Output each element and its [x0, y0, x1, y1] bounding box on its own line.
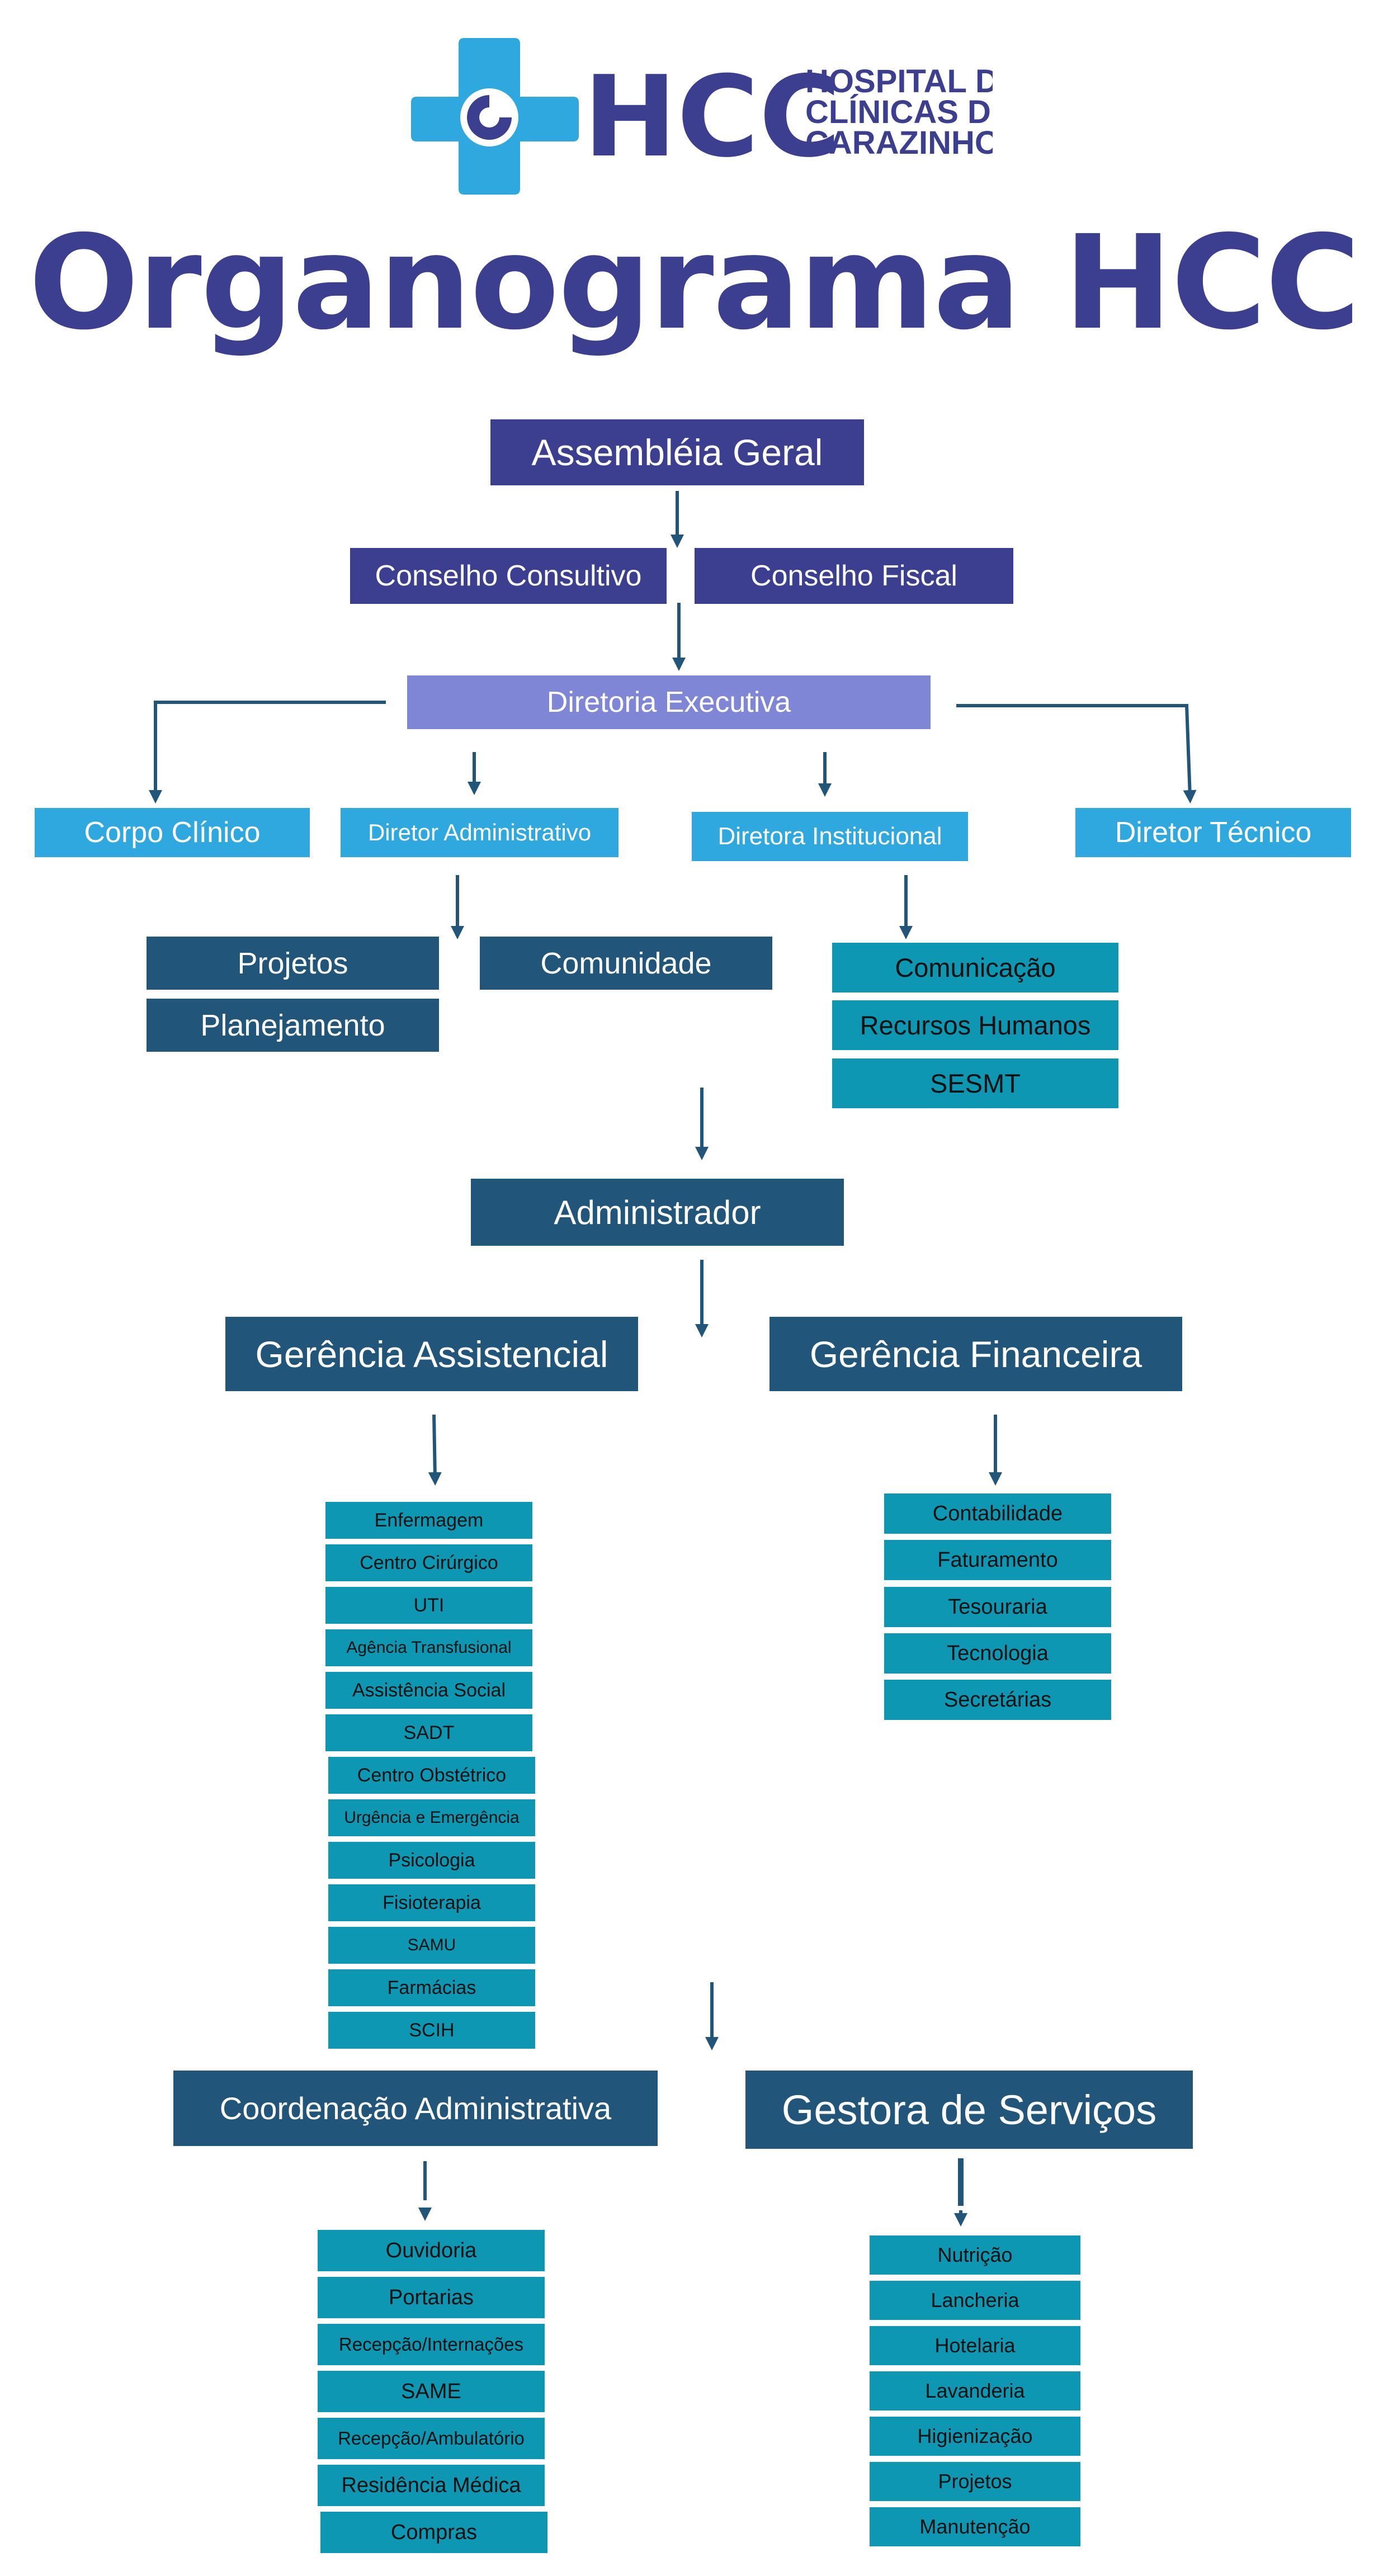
list-item-gestora: Nutrição [868, 2234, 1082, 2276]
node-gestora-servicos: Gestora de Serviços [745, 2071, 1193, 2149]
list-item-coordenacao: Residência Médica [316, 2463, 546, 2508]
list-item-assistencial: Enfermagem [324, 1500, 534, 1540]
list-item-assistencial: SADT [324, 1713, 534, 1753]
list-item-assistencial: SCIH [327, 2010, 537, 2050]
list-item-assistencial: Farmácias [327, 1968, 537, 2008]
list-item-coordenacao: Recepção/Ambulatório [316, 2416, 546, 2461]
list-item-institucional: Recursos Humanos [830, 999, 1120, 1052]
list-item-assistencial: SAMU [327, 1925, 537, 1965]
list-item-coordenacao: SAME [316, 2369, 546, 2414]
node-diretor-administrativo: Diretor Administrativo [341, 808, 619, 857]
list-item-coordenacao: Recepção/Internações [316, 2322, 546, 2367]
list-item-assistencial: Fisioterapia [327, 1883, 537, 1923]
node-projetos: Projetos [147, 937, 439, 990]
list-item-assistencial: Psicologia [327, 1840, 537, 1880]
list-item-coordenacao: Compras [319, 2510, 549, 2555]
logo-line3: CARAZINHO [805, 125, 993, 161]
node-gerencia-financeira: Gerência Financeira [769, 1317, 1182, 1391]
page-title: Organograma HCC [29, 207, 1361, 358]
arrow-to-corpo-clinico [149, 701, 386, 803]
list-item-coordenacao: Ouvidoria [316, 2228, 546, 2273]
node-gerencia-assistencial: Gerência Assistencial [225, 1317, 638, 1391]
list-item-assistencial: Centro Cirúrgico [324, 1543, 534, 1583]
list-item-institucional: SESMT [830, 1057, 1120, 1110]
node-diretora-institucional: Diretora Institucional [692, 812, 968, 861]
logo-line1: HOSPITAL DE [805, 63, 993, 100]
list-item-coordenacao: Portarias [316, 2275, 546, 2320]
list-item-assistencial: Assistência Social [324, 1670, 534, 1710]
hcc-logo: HCC HOSPITAL DE CLÍNICAS DE CARAZINHO [411, 34, 1021, 198]
list-item-gestora: Hotelaria [868, 2324, 1082, 2367]
list-item-assistencial: UTI [324, 1585, 534, 1625]
list-item-financeira: Secretárias [882, 1678, 1113, 1722]
list-item-gestora: Lavanderia [868, 2370, 1082, 2412]
list-item-financeira: Tesouraria [882, 1585, 1113, 1629]
list-item-financeira: Tecnologia [882, 1632, 1113, 1675]
list-item-financeira: Contabilidade [882, 1492, 1113, 1535]
node-planejamento: Planejamento [147, 999, 439, 1052]
list-item-gestora: Manutenção [868, 2506, 1082, 2548]
list-item-financeira: Faturamento [882, 1538, 1113, 1582]
node-conselho-fiscal: Conselho Fiscal [695, 548, 1013, 604]
list-item-assistencial: Agência Transfusional [324, 1628, 534, 1668]
list-item-gestora: Lancheria [868, 2279, 1082, 2322]
logo-line2: CLÍNICAS DE [805, 94, 993, 130]
node-administrador: Administrador [471, 1179, 844, 1246]
list-item-gestora: Projetos [868, 2460, 1082, 2503]
arrow-to-assistencial-items [428, 1414, 442, 1486]
arrow-to-diretor-tecnico [956, 704, 1197, 803]
node-assembleia-geral: Assembléia Geral [490, 419, 864, 485]
list-item-assistencial: Centro Obstétrico [327, 1755, 537, 1795]
hcc-cross-icon: HCC HOSPITAL DE CLÍNICAS DE CARAZINHO [411, 38, 1021, 195]
node-conselho-consultivo: Conselho Consultivo [350, 548, 667, 604]
node-corpo-clinico: Corpo Clínico [35, 808, 310, 857]
list-item-institucional: Comunicação [830, 941, 1120, 994]
list-item-gestora: Higienização [868, 2415, 1082, 2457]
node-comunidade: Comunidade [480, 937, 772, 990]
list-item-assistencial: Urgência e Emergência [327, 1798, 537, 1838]
logo-text: HCC [583, 52, 841, 182]
node-diretor-tecnico: Diretor Técnico [1075, 808, 1351, 857]
node-diretoria-executiva: Diretoria Executiva [407, 675, 931, 729]
node-coordenacao-administrativa: Coordenação Administrativa [173, 2071, 658, 2146]
